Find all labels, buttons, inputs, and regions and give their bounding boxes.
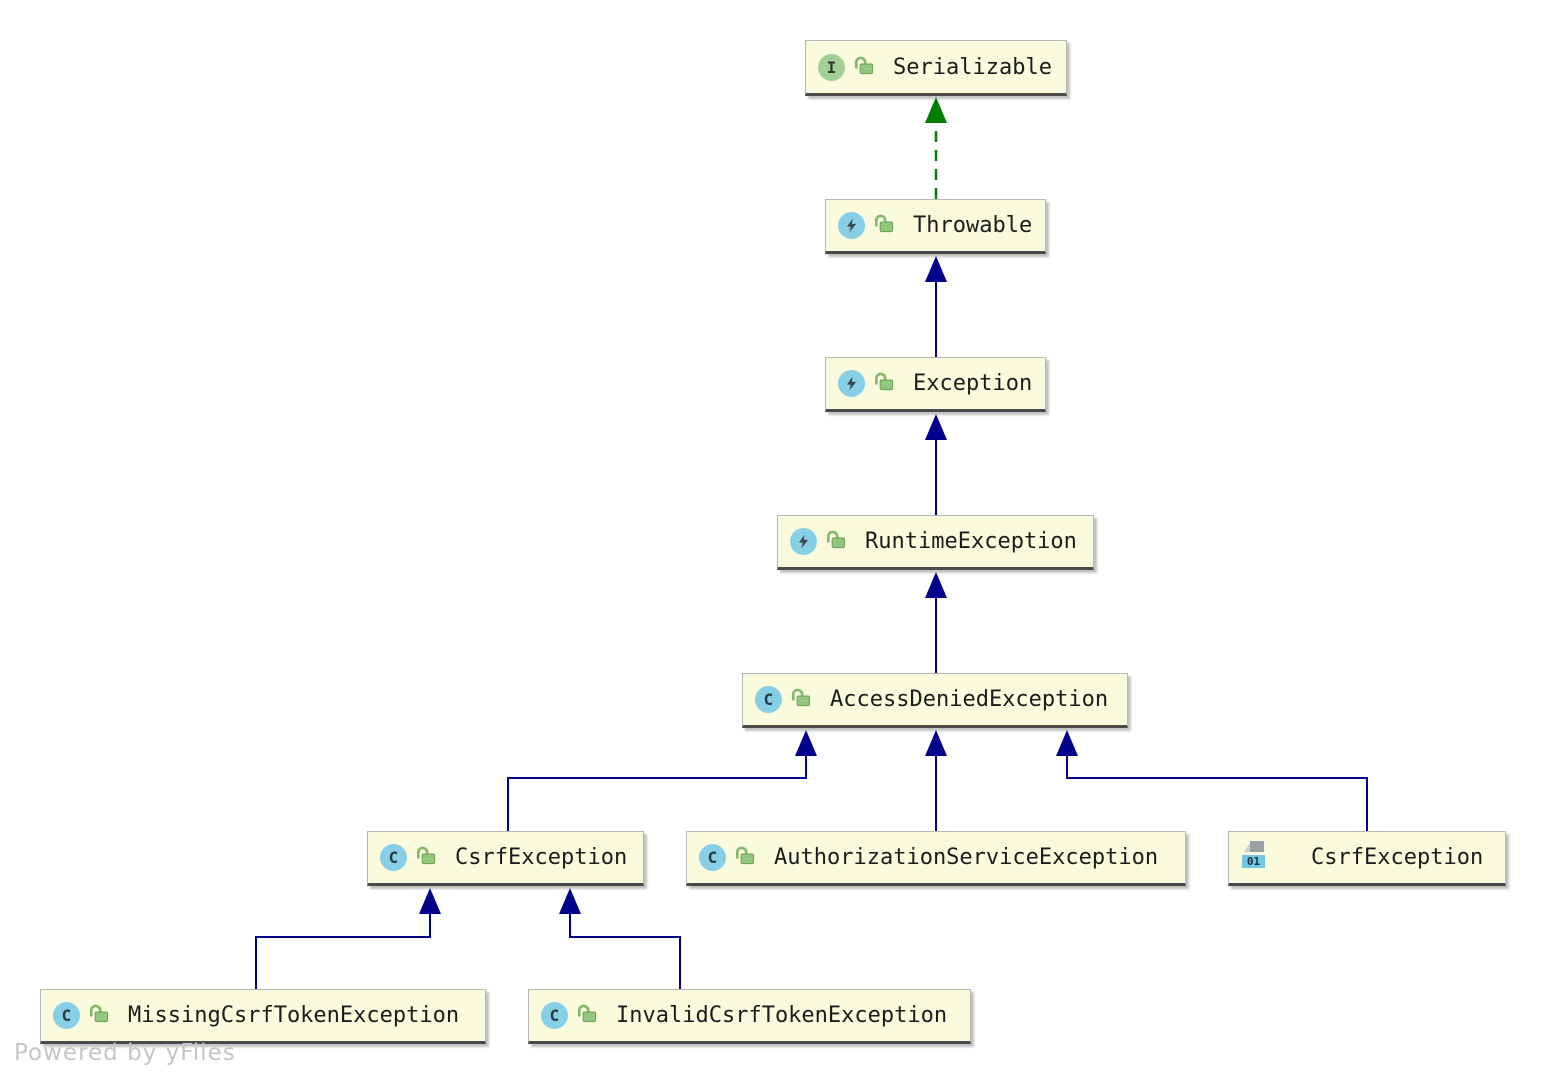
edge-throwable-implements-serializable bbox=[925, 97, 947, 199]
extends-edge-line bbox=[1066, 755, 1368, 831]
class-name-label: MissingCsrfTokenException bbox=[128, 1003, 460, 1028]
edge-invalidcsrftokenexception-extends-csrfexception bbox=[559, 888, 681, 989]
exception-class-icon bbox=[790, 528, 817, 555]
class-name-label: CsrfException bbox=[455, 845, 628, 870]
extends-arrowhead-icon bbox=[795, 730, 817, 756]
class-icon: C bbox=[755, 686, 782, 713]
class-icon: C bbox=[380, 844, 407, 871]
class-icon: C bbox=[699, 844, 726, 871]
unlocked-padlock-icon bbox=[872, 211, 895, 240]
class-name-label: Serializable bbox=[893, 54, 1052, 80]
exception-class-icon bbox=[838, 212, 865, 239]
binary-01-label: 01 bbox=[1247, 855, 1261, 868]
edge-csrfexception-extends-accessdeniedexception bbox=[507, 730, 817, 831]
exception-class-icon bbox=[838, 370, 865, 397]
unlocked-padlock-icon bbox=[733, 843, 756, 872]
edge-runtimeexception-extends-exception bbox=[925, 414, 947, 515]
class-node-access-denied-exception[interactable]: C AccessDeniedException bbox=[742, 673, 1128, 728]
class-name-label: CsrfException bbox=[1311, 845, 1484, 870]
extends-arrowhead-icon bbox=[925, 256, 947, 282]
class-icon: C bbox=[541, 1002, 568, 1029]
yfiles-watermark: Powered by yFiles bbox=[14, 1040, 236, 1066]
class-name-label: Throwable bbox=[913, 213, 1033, 238]
extends-arrowhead-icon bbox=[925, 730, 947, 756]
class-name-label: AccessDeniedException bbox=[830, 687, 1109, 712]
class-node-exception[interactable]: Exception bbox=[825, 357, 1046, 412]
unlocked-padlock-icon bbox=[575, 1001, 598, 1030]
class-node-authorization-service-exception[interactable]: C AuthorizationServiceException bbox=[686, 831, 1186, 886]
implements-arrowhead-icon bbox=[925, 97, 947, 123]
unlocked-padlock-icon bbox=[789, 685, 812, 714]
class-name-label: Exception bbox=[913, 371, 1033, 396]
unlocked-padlock-icon bbox=[87, 1001, 110, 1030]
class-node-serializable[interactable]: I Serializable bbox=[805, 40, 1067, 96]
class-node-invalid-csrf-token-exception[interactable]: C InvalidCsrfTokenException bbox=[528, 989, 971, 1044]
class-icon: C bbox=[53, 1002, 80, 1029]
unlocked-padlock-icon bbox=[824, 527, 847, 556]
interface-icon: I bbox=[818, 53, 845, 81]
unlocked-padlock-icon bbox=[852, 53, 875, 82]
class-name-label: InvalidCsrfTokenException bbox=[616, 1003, 948, 1028]
extends-edge-line bbox=[255, 913, 431, 989]
class-name-label: RuntimeException bbox=[865, 529, 1077, 554]
edge-exception-extends-throwable bbox=[925, 256, 947, 357]
extends-arrowhead-icon bbox=[419, 888, 441, 914]
class-node-missing-csrf-token-exception[interactable]: C MissingCsrfTokenException bbox=[40, 989, 486, 1044]
class-node-csrf-exception[interactable]: C CsrfException bbox=[367, 831, 644, 886]
class-node-csrf-exception-compiled[interactable]: 01 CsrfException bbox=[1228, 831, 1506, 886]
extends-arrowhead-icon bbox=[559, 888, 581, 914]
edge-accessdeniedexception-extends-runtimeexception bbox=[925, 572, 947, 673]
extends-arrowhead-icon bbox=[1056, 730, 1078, 756]
extends-arrowhead-icon bbox=[925, 414, 947, 440]
extends-edge-line bbox=[569, 913, 681, 989]
compiled-class-file-icon: 01 bbox=[1241, 840, 1267, 875]
unlocked-padlock-icon bbox=[414, 843, 437, 872]
extends-arrowhead-icon bbox=[925, 572, 947, 598]
unlocked-padlock-icon bbox=[872, 369, 895, 398]
class-node-runtime-exception[interactable]: RuntimeException bbox=[777, 515, 1094, 570]
extends-edge-line bbox=[507, 755, 807, 831]
edge-csrfexception-compiled-extends-accessdeniedexception bbox=[1056, 730, 1368, 831]
edge-missingcsrftokenexception-extends-csrfexception bbox=[255, 888, 441, 989]
class-name-label: AuthorizationServiceException bbox=[774, 845, 1159, 870]
class-node-throwable[interactable]: Throwable bbox=[825, 199, 1046, 254]
edge-authorizationserviceexception-extends-accessdeniedexception bbox=[925, 730, 947, 831]
